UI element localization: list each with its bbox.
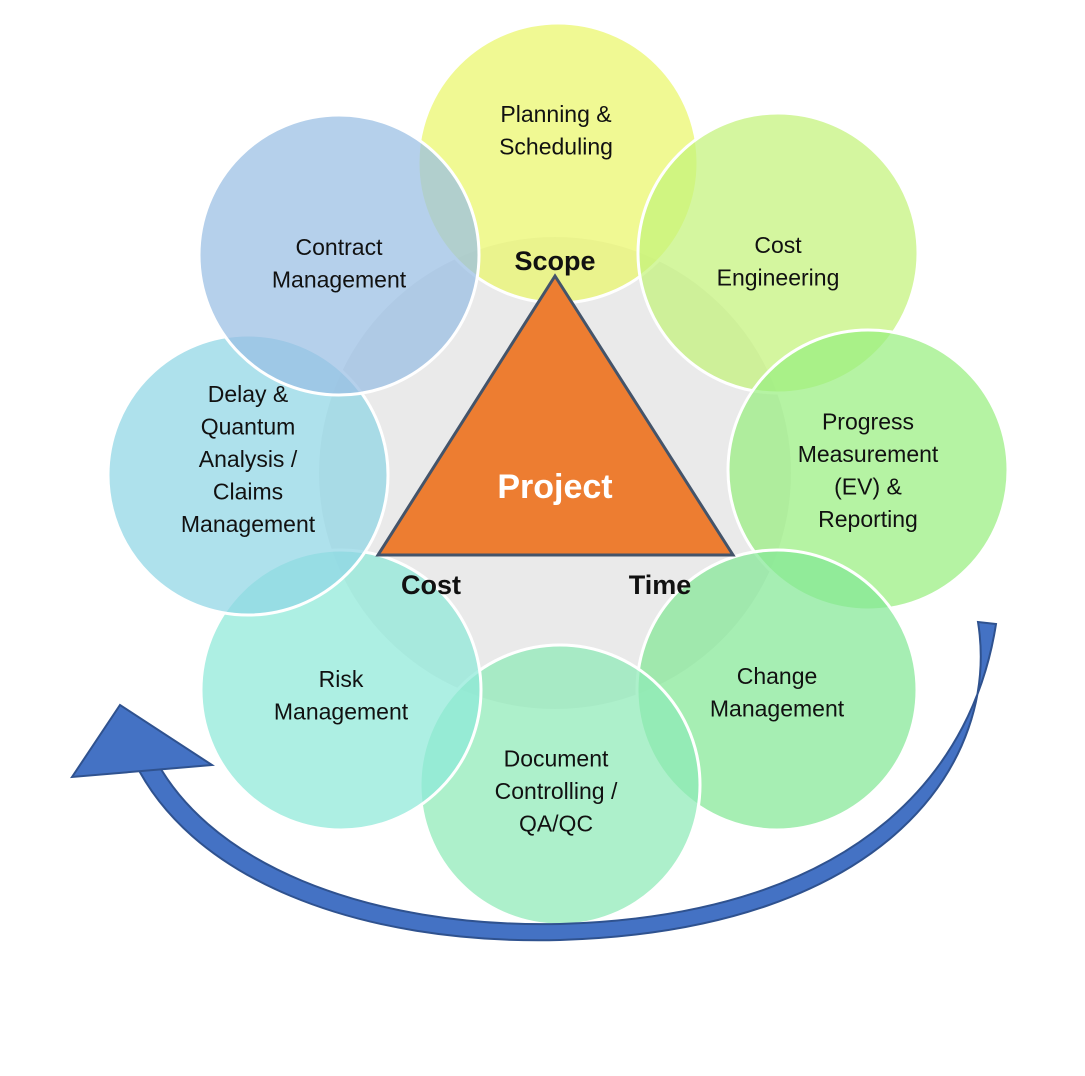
label-line: QA/QC — [519, 811, 593, 837]
label-planning-scheduling: Planning & Scheduling — [499, 101, 613, 160]
label-line: Claims — [213, 479, 283, 505]
label-line: Quantum — [201, 414, 296, 440]
time-label: Time — [629, 570, 692, 600]
label-line: Management — [274, 698, 409, 724]
label-line: Measurement — [798, 441, 939, 467]
label-line: Analysis / — [199, 446, 298, 472]
label-line: Engineering — [717, 264, 840, 290]
label-line: Reporting — [818, 506, 918, 532]
label-line: Progress — [822, 408, 914, 434]
label-line: Management — [272, 266, 407, 292]
circle-contract-management — [197, 113, 481, 397]
label-line: Scheduling — [499, 133, 613, 159]
cycle-arrow — [70, 620, 998, 942]
project-triangle — [375, 273, 736, 557]
project-label: Project — [497, 468, 612, 506]
label-line: Change — [737, 663, 818, 689]
label-line: Planning & — [500, 101, 611, 127]
label-line: (EV) & — [834, 473, 902, 499]
label-line: Controlling / — [495, 778, 618, 804]
label-line: Delay & — [208, 381, 289, 407]
function-circles — [106, 21, 1010, 927]
label-line: Document — [504, 746, 609, 772]
label-line: Contract — [296, 234, 384, 260]
label-line: Risk — [319, 666, 364, 692]
cycle-arrow-head — [70, 703, 215, 779]
label-line: Management — [181, 511, 316, 537]
label-line: Management — [710, 695, 845, 721]
cost-label: Cost — [401, 570, 461, 600]
scope-label: Scope — [514, 246, 595, 276]
label-line: Cost — [754, 232, 802, 258]
